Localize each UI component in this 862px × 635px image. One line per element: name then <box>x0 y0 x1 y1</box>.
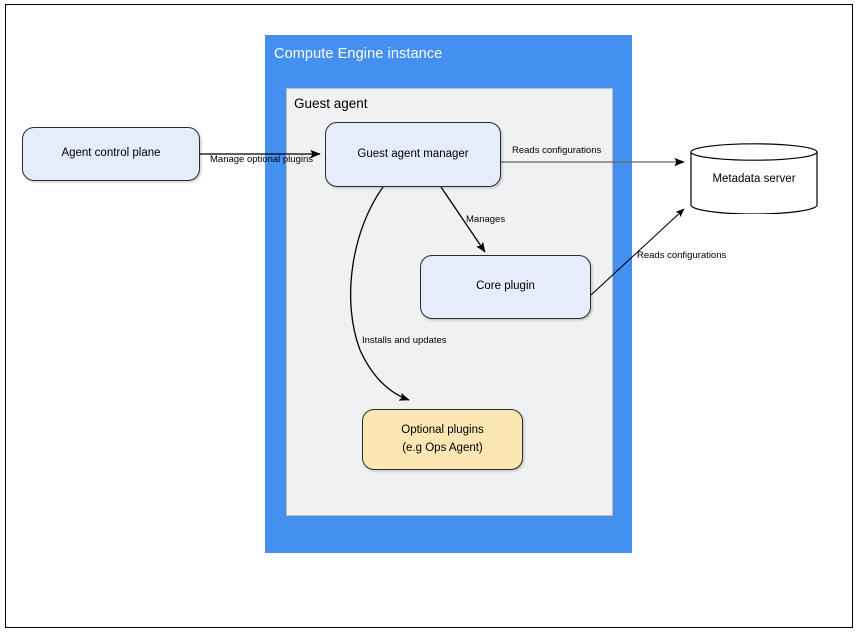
edge-label-installs-and-updates: Installs and updates <box>362 335 447 346</box>
container-guest-agent-label: Guest agent <box>294 96 368 111</box>
cylinder-icon <box>690 143 818 214</box>
node-metadata-server-label: Metadata server <box>712 172 796 185</box>
node-agent-control-plane[interactable]: Agent control plane <box>22 127 200 181</box>
node-core-plugin[interactable]: Core plugin <box>420 255 591 319</box>
edge-label-manage-optional-plugins: Manage optional plugins <box>210 154 313 165</box>
node-optional-plugins-label-line2: (e.g Ops Agent) <box>402 441 483 454</box>
node-optional-plugins-label-line1: Optional plugins <box>401 423 484 436</box>
container-compute-engine-instance-label: Compute Engine instance <box>274 46 443 62</box>
node-metadata-server[interactable]: Metadata server <box>690 143 818 214</box>
edge-label-reads-configurations-core: Reads configurations <box>637 250 727 261</box>
node-optional-plugins[interactable]: Optional plugins (e.g Ops Agent) <box>362 409 523 470</box>
edge-label-reads-configurations-manager: Reads configurations <box>512 145 602 156</box>
node-guest-agent-manager[interactable]: Guest agent manager <box>325 122 501 187</box>
node-guest-agent-manager-label: Guest agent manager <box>357 147 469 160</box>
page-border <box>5 4 853 628</box>
node-agent-control-plane-label: Agent control plane <box>61 147 161 160</box>
node-core-plugin-label: Core plugin <box>476 280 535 293</box>
edge-label-manages: Manages <box>466 214 506 225</box>
